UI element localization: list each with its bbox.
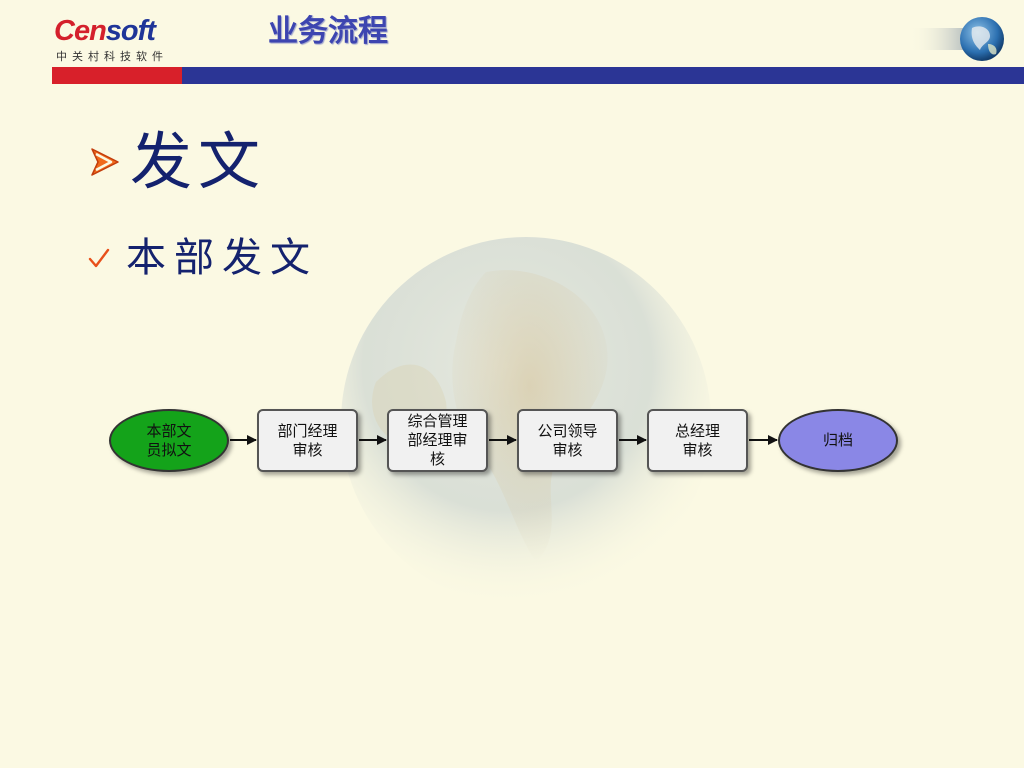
page-title: 业务流程 xyxy=(268,14,388,49)
flow-node-gm-review: 总经理 审核 xyxy=(647,409,748,472)
company-logo: Censoft 中关村科技软件 xyxy=(54,14,182,66)
logo-wordmark: Censoft xyxy=(54,15,156,47)
globe-watermark-icon xyxy=(341,237,711,607)
arrowhead-bullet-icon xyxy=(91,148,119,176)
header-bar-red xyxy=(52,67,182,84)
flow-node-draft: 本部文 员拟文 xyxy=(109,409,229,472)
bullet-level-1: 发文 xyxy=(88,122,266,202)
bullet-level-2-text: 本部发文 xyxy=(126,235,318,281)
bullet-level-2: 本部发文 xyxy=(88,228,318,288)
globe-icon xyxy=(910,17,1004,61)
flow-node-leader-review: 公司领导 审核 xyxy=(517,409,618,472)
bullet-level-1-text: 发文 xyxy=(130,125,267,198)
header-bar-blue xyxy=(182,67,1024,84)
logo-subtitle: 中关村科技软件 xyxy=(56,50,168,63)
checkmark-icon xyxy=(88,248,110,268)
flow-node-dept-review: 部门经理 审核 xyxy=(257,409,358,472)
flow-node-archive: 归档 xyxy=(778,409,898,472)
flow-node-admin-review: 综合管理 部经理审 核 xyxy=(387,409,488,472)
